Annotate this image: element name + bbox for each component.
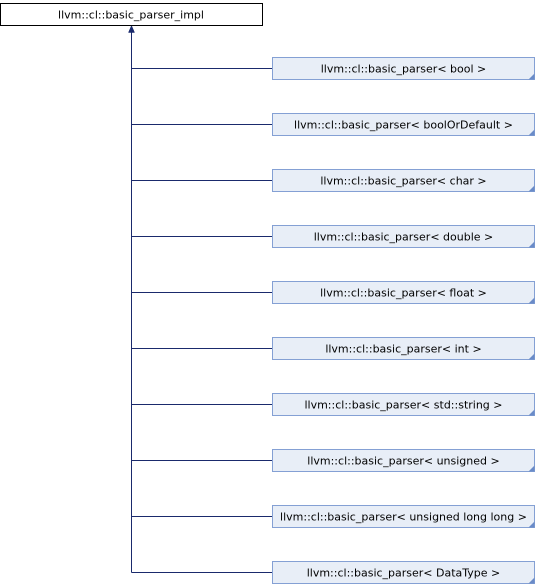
base-class-node[interactable]: llvm::cl::basic_parser_impl (0, 3, 263, 26)
derived-class-label: llvm::cl::basic_parser< DataType > (307, 567, 501, 580)
derived-class-box (272, 169, 535, 192)
derived-class-box (272, 57, 535, 80)
derived-class-label: llvm::cl::basic_parser< boolOrDefault > (294, 119, 513, 132)
derived-class-node[interactable]: llvm::cl::basic_parser< float > (272, 281, 535, 304)
derived-corner-marker (528, 129, 535, 136)
derived-class-label: llvm::cl::basic_parser< char > (320, 175, 486, 188)
derived-corner-marker (528, 521, 535, 528)
derived-corner-marker (528, 241, 535, 248)
derived-class-node[interactable]: llvm::cl::basic_parser< unsigned long lo… (272, 505, 535, 528)
derived-class-node[interactable]: llvm::cl::basic_parser< bool > (272, 57, 535, 80)
derived-class-label: llvm::cl::basic_parser< std::string > (304, 399, 502, 412)
derived-corner-marker (528, 353, 535, 360)
derived-class-box (272, 281, 535, 304)
derived-corner-marker (528, 185, 535, 192)
base-class-label: llvm::cl::basic_parser_impl (58, 9, 204, 22)
derived-class-label: llvm::cl::basic_parser< unsigned long lo… (280, 511, 527, 524)
derived-class-label: llvm::cl::basic_parser< unsigned > (307, 455, 499, 468)
derived-class-node[interactable]: llvm::cl::basic_parser< int > (272, 337, 535, 360)
derived-class-node[interactable]: llvm::cl::basic_parser< char > (272, 169, 535, 192)
inheritance-edges (128, 24, 273, 573)
derived-class-box (272, 337, 535, 360)
derived-corner-marker (528, 577, 535, 584)
derived-corner-marker (528, 409, 535, 416)
derived-class-box (272, 225, 535, 248)
derived-class-label: llvm::cl::basic_parser< bool > (321, 63, 487, 76)
derived-class-label: llvm::cl::basic_parser< int > (325, 343, 481, 356)
derived-class-box (272, 449, 535, 472)
derived-class-node[interactable]: llvm::cl::basic_parser< DataType > (272, 561, 535, 584)
derived-class-nodes: llvm::cl::basic_parser< bool >llvm::cl::… (272, 57, 535, 584)
derived-class-box (272, 393, 535, 416)
derived-class-label: llvm::cl::basic_parser< float > (320, 287, 487, 300)
base-class-box (0, 3, 263, 26)
derived-corner-marker (528, 297, 535, 304)
derived-class-node[interactable]: llvm::cl::basic_parser< std::string > (272, 393, 535, 416)
derived-class-label: llvm::cl::basic_parser< double > (314, 231, 494, 244)
derived-class-box (272, 505, 535, 528)
derived-corner-marker (528, 465, 535, 472)
derived-class-box (272, 113, 535, 136)
derived-corner-marker (528, 73, 535, 80)
derived-class-node[interactable]: llvm::cl::basic_parser< double > (272, 225, 535, 248)
inheritance-arrowhead (128, 24, 135, 33)
derived-class-node[interactable]: llvm::cl::basic_parser< boolOrDefault > (272, 113, 535, 136)
derived-class-node[interactable]: llvm::cl::basic_parser< unsigned > (272, 449, 535, 472)
